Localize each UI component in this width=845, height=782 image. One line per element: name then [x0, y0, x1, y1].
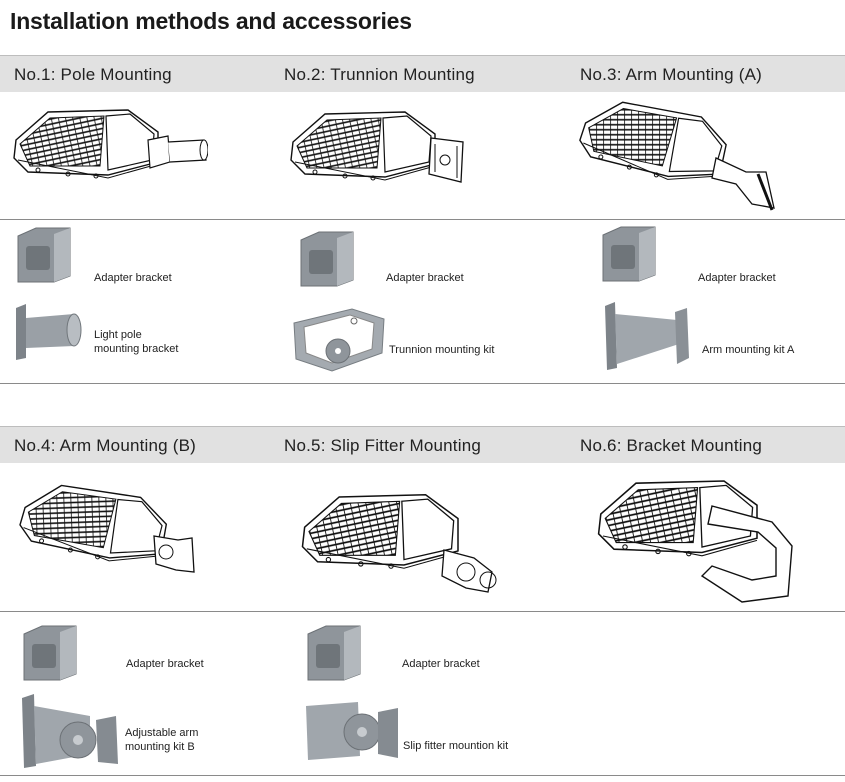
- bracket-mounting-lamp-image: [592, 466, 802, 606]
- method-2-heading: No.2: Trunnion Mounting: [284, 65, 475, 84]
- caption-line: mounting bracket: [94, 343, 179, 355]
- adapter-bracket-image: [599, 223, 663, 285]
- arm-mounting-kit-a-caption: Arm mounting kit A: [702, 344, 795, 356]
- adapter-bracket-caption: Adapter bracket: [386, 272, 464, 284]
- slip-fitter-mounting-kit-image: [304, 698, 400, 764]
- adapter-bracket-image: [20, 622, 84, 684]
- page-title: Installation methods and accessories: [10, 8, 412, 34]
- slip-fitter-mounting-kit-caption: Slip fitter mountion kit: [403, 740, 509, 752]
- method-5-heading: No.5: Slip Fitter Mounting: [284, 436, 482, 455]
- method-heading-band-top: No.1: Pole Mounting No.2: Trunnion Mount…: [0, 55, 845, 92]
- light-pole-mounting-bracket-caption: Light pole mounting bracket: [94, 328, 178, 356]
- trunnion-mounting-lamp-image: [285, 102, 475, 202]
- adapter-bracket-caption: Adapter bracket: [126, 658, 204, 670]
- row-divider: [0, 219, 845, 220]
- arm-mounting-a-lamp-image: [576, 98, 786, 218]
- trunnion-mounting-kit-caption: Trunnion mounting kit: [389, 344, 495, 356]
- caption-line: Adjustable arm: [125, 727, 199, 739]
- method-1-heading: No.1: Pole Mounting: [14, 65, 172, 84]
- adapter-bracket-caption: Adapter bracket: [698, 272, 776, 284]
- section-bottom-rule: [0, 383, 845, 384]
- adapter-bracket-image: [297, 228, 361, 290]
- method-3-heading: No.3: Arm Mounting (A): [580, 65, 763, 84]
- adapter-bracket-image: [304, 622, 368, 684]
- section-bottom-rule: [0, 775, 845, 776]
- method-heading-band-bottom: No.4: Arm Mounting (B) No.5: Slip Fitter…: [0, 426, 845, 463]
- adapter-bracket-image: [14, 224, 78, 286]
- slip-fitter-mounting-lamp-image: [296, 480, 506, 600]
- adjustable-arm-mounting-kit-b-image: [20, 690, 120, 770]
- method-6-heading: No.6: Bracket Mounting: [580, 436, 763, 455]
- caption-line: Light pole: [94, 329, 142, 341]
- arm-mounting-b-lamp-image: [16, 480, 206, 580]
- trunnion-mounting-kit-image: [292, 303, 388, 373]
- adjustable-arm-mounting-kit-b-caption: Adjustable arm mounting kit B: [125, 726, 198, 754]
- arm-mounting-kit-a-image: [601, 302, 691, 370]
- adapter-bracket-caption: Adapter bracket: [402, 658, 480, 670]
- method-4-heading: No.4: Arm Mounting (B): [14, 436, 197, 455]
- light-pole-mounting-bracket-image: [14, 304, 84, 360]
- adapter-bracket-caption: Adapter bracket: [94, 272, 172, 284]
- row-divider: [0, 611, 845, 612]
- pole-mounting-lamp-image: [8, 100, 208, 200]
- caption-line: mounting kit B: [125, 741, 195, 753]
